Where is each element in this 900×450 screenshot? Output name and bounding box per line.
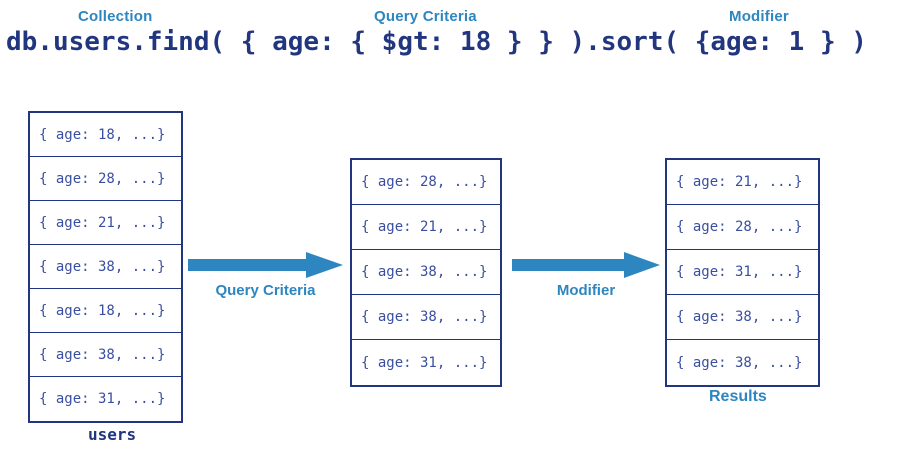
table-row: { age: 31, ...} [667,250,818,295]
arrow-right-icon [512,252,660,278]
arrow-label-modifier: Modifier [556,282,616,299]
arrow-right-icon [188,252,343,278]
annotation-label-query-criteria: Query Criteria [374,8,477,25]
matched-documents-table: { age: 28, ...} { age: 21, ...} { age: 3… [350,158,502,387]
table-row: { age: 21, ...} [30,201,181,245]
table-caption-results: Results [709,388,767,405]
table-row: { age: 28, ...} [667,205,818,250]
table-row: { age: 28, ...} [352,160,500,205]
table-row: { age: 21, ...} [352,205,500,250]
mongodb-query-code: db.users.find( { age: { $gt: 18 } } ).so… [6,27,867,57]
table-row: { age: 38, ...} [667,295,818,340]
table-row: { age: 31, ...} [361,354,488,371]
table-row: { age: 28, ...} [30,157,181,201]
table-row: { age: 18, ...} [30,113,181,157]
table-row: { age: 18, ...} [30,289,181,333]
table-row: { age: 31, ...} [39,391,166,407]
arrow-query-criteria: Query Criteria [188,250,343,299]
table-row: { age: 38, ...} [30,333,181,377]
table-row: { age: 38, ...} [352,295,500,340]
table-row: { age: 21, ...} [667,160,818,205]
table-caption-users: users [88,425,137,444]
collection-table-users: { age: 18, ...} { age: 28, ...} { age: 2… [28,111,183,423]
results-table: { age: 21, ...} { age: 28, ...} { age: 3… [665,158,820,387]
annotation-label-collection: Collection [78,8,153,25]
table-row: { age: 38, ...} [676,354,803,371]
annotation-label-modifier: Modifier [729,8,789,25]
arrow-label-query-criteria: Query Criteria [215,282,316,299]
table-row: { age: 38, ...} [30,245,181,289]
arrow-modifier: Modifier [512,250,660,299]
table-row: { age: 38, ...} [352,250,500,295]
